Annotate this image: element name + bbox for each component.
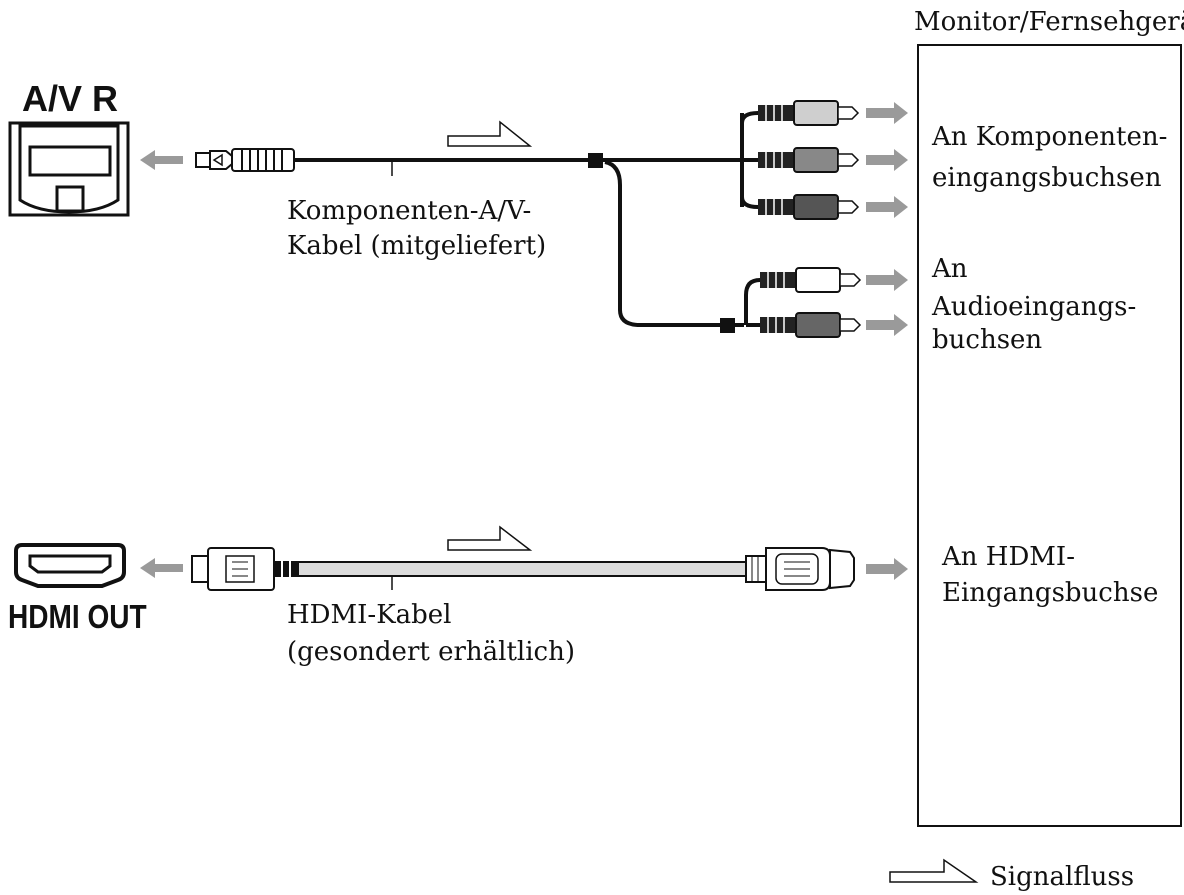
rca-plug-video-2-icon: [758, 147, 860, 173]
rca-plug-audio-left-icon: [760, 267, 862, 293]
component-input-label-line1: An Komponenten-: [932, 122, 1168, 152]
component-input-label-line2: eingangsbuchsen: [932, 163, 1162, 193]
signal-arrow-to-hdmi-port-icon: [140, 558, 183, 578]
monitor-title: Monitor/Fernsehgerä: [914, 7, 1184, 37]
av-r-port-label: A/V R: [22, 78, 119, 119]
hdmi-input-label-line1: An HDMI-: [942, 542, 1075, 572]
hdmi-plug-tv-end-icon: [745, 547, 855, 591]
component-cable-label-line1: Komponenten-A/V-: [287, 196, 532, 226]
signal-arrow-to-av-port-icon: [140, 150, 183, 170]
signal-flow-arrow-component-icon: [447, 120, 533, 147]
rca-plug-video-1-icon: [758, 100, 860, 126]
legend-signal-flow-arrow-icon: [889, 858, 979, 883]
component-multi-plug-icon: [195, 148, 295, 172]
hdmi-plug-camera-end-icon: [191, 547, 298, 591]
signal-arrow-hdmi-to-monitor-icon: [866, 558, 908, 580]
audio-input-label-line3: buchsen: [932, 325, 1043, 355]
component-cable-label-line2: Kabel (mitgeliefert): [287, 231, 547, 261]
hdmi-out-port-label: HDMI OUT: [8, 598, 147, 635]
hdmi-cable-label-line1: HDMI-Kabel: [287, 600, 452, 630]
signal-flow-arrow-hdmi-icon: [447, 525, 533, 551]
hdmi-input-label-line2: Eingangsbuchse: [942, 578, 1159, 608]
audio-input-label-line2: Audioeingangs-: [932, 292, 1137, 322]
hdmi-cable-label-line2: (gesondert erhältlich): [287, 637, 575, 667]
component-av-cable: [294, 111, 761, 333]
rca-plug-audio-right-icon: [760, 312, 862, 338]
signal-arrows-to-monitor-icon: [866, 102, 908, 336]
hdmi-out-port-icon: [14, 543, 126, 588]
legend-signal-flow-label: Signalfluss: [990, 862, 1135, 892]
audio-input-label-line1: An: [932, 254, 968, 284]
hdmi-cable: [297, 561, 749, 590]
av-r-port-icon: [8, 121, 130, 217]
monitor-tv-box: [917, 44, 1182, 827]
rca-plug-video-3-icon: [758, 194, 860, 220]
